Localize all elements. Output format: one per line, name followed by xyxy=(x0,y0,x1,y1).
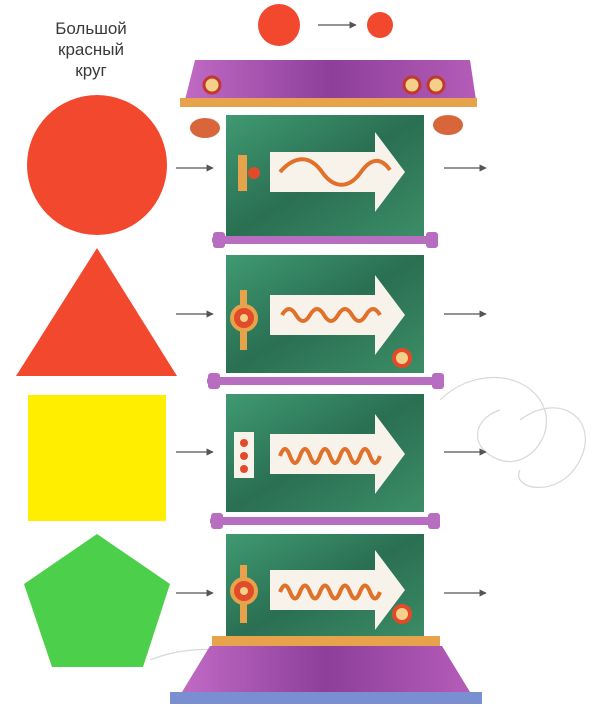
caption-line-3: круг xyxy=(22,60,160,81)
tower-base xyxy=(170,636,482,704)
chamber-3 xyxy=(210,394,440,529)
cap-lamp-left xyxy=(204,77,220,93)
yellow-square xyxy=(28,395,166,521)
red-triangle xyxy=(16,248,177,376)
cap-roller-left xyxy=(190,118,220,138)
cap-roller-right xyxy=(433,115,463,135)
detector-panel-with-lamps xyxy=(234,432,254,478)
chamber-1 xyxy=(212,115,438,248)
cap-lamp-right-2 xyxy=(428,77,444,93)
big-red-circle xyxy=(27,95,167,235)
shape-caption: Большой красный круг xyxy=(22,18,160,81)
cap-lamp-right-1 xyxy=(404,77,420,93)
tower xyxy=(170,60,482,704)
top-small-circle xyxy=(367,12,393,38)
top-big-circle xyxy=(258,4,300,46)
caption-line-2: красный xyxy=(22,39,160,60)
green-pentagon xyxy=(24,534,170,667)
caption-line-1: Большой xyxy=(22,18,160,39)
chamber-2 xyxy=(207,255,444,389)
chamber-4-corner-lamp xyxy=(394,606,410,622)
chamber-2-corner-lamp xyxy=(394,350,410,366)
shapes-column xyxy=(16,95,177,667)
top-illustration xyxy=(258,4,393,46)
chamber-4 xyxy=(226,534,424,642)
